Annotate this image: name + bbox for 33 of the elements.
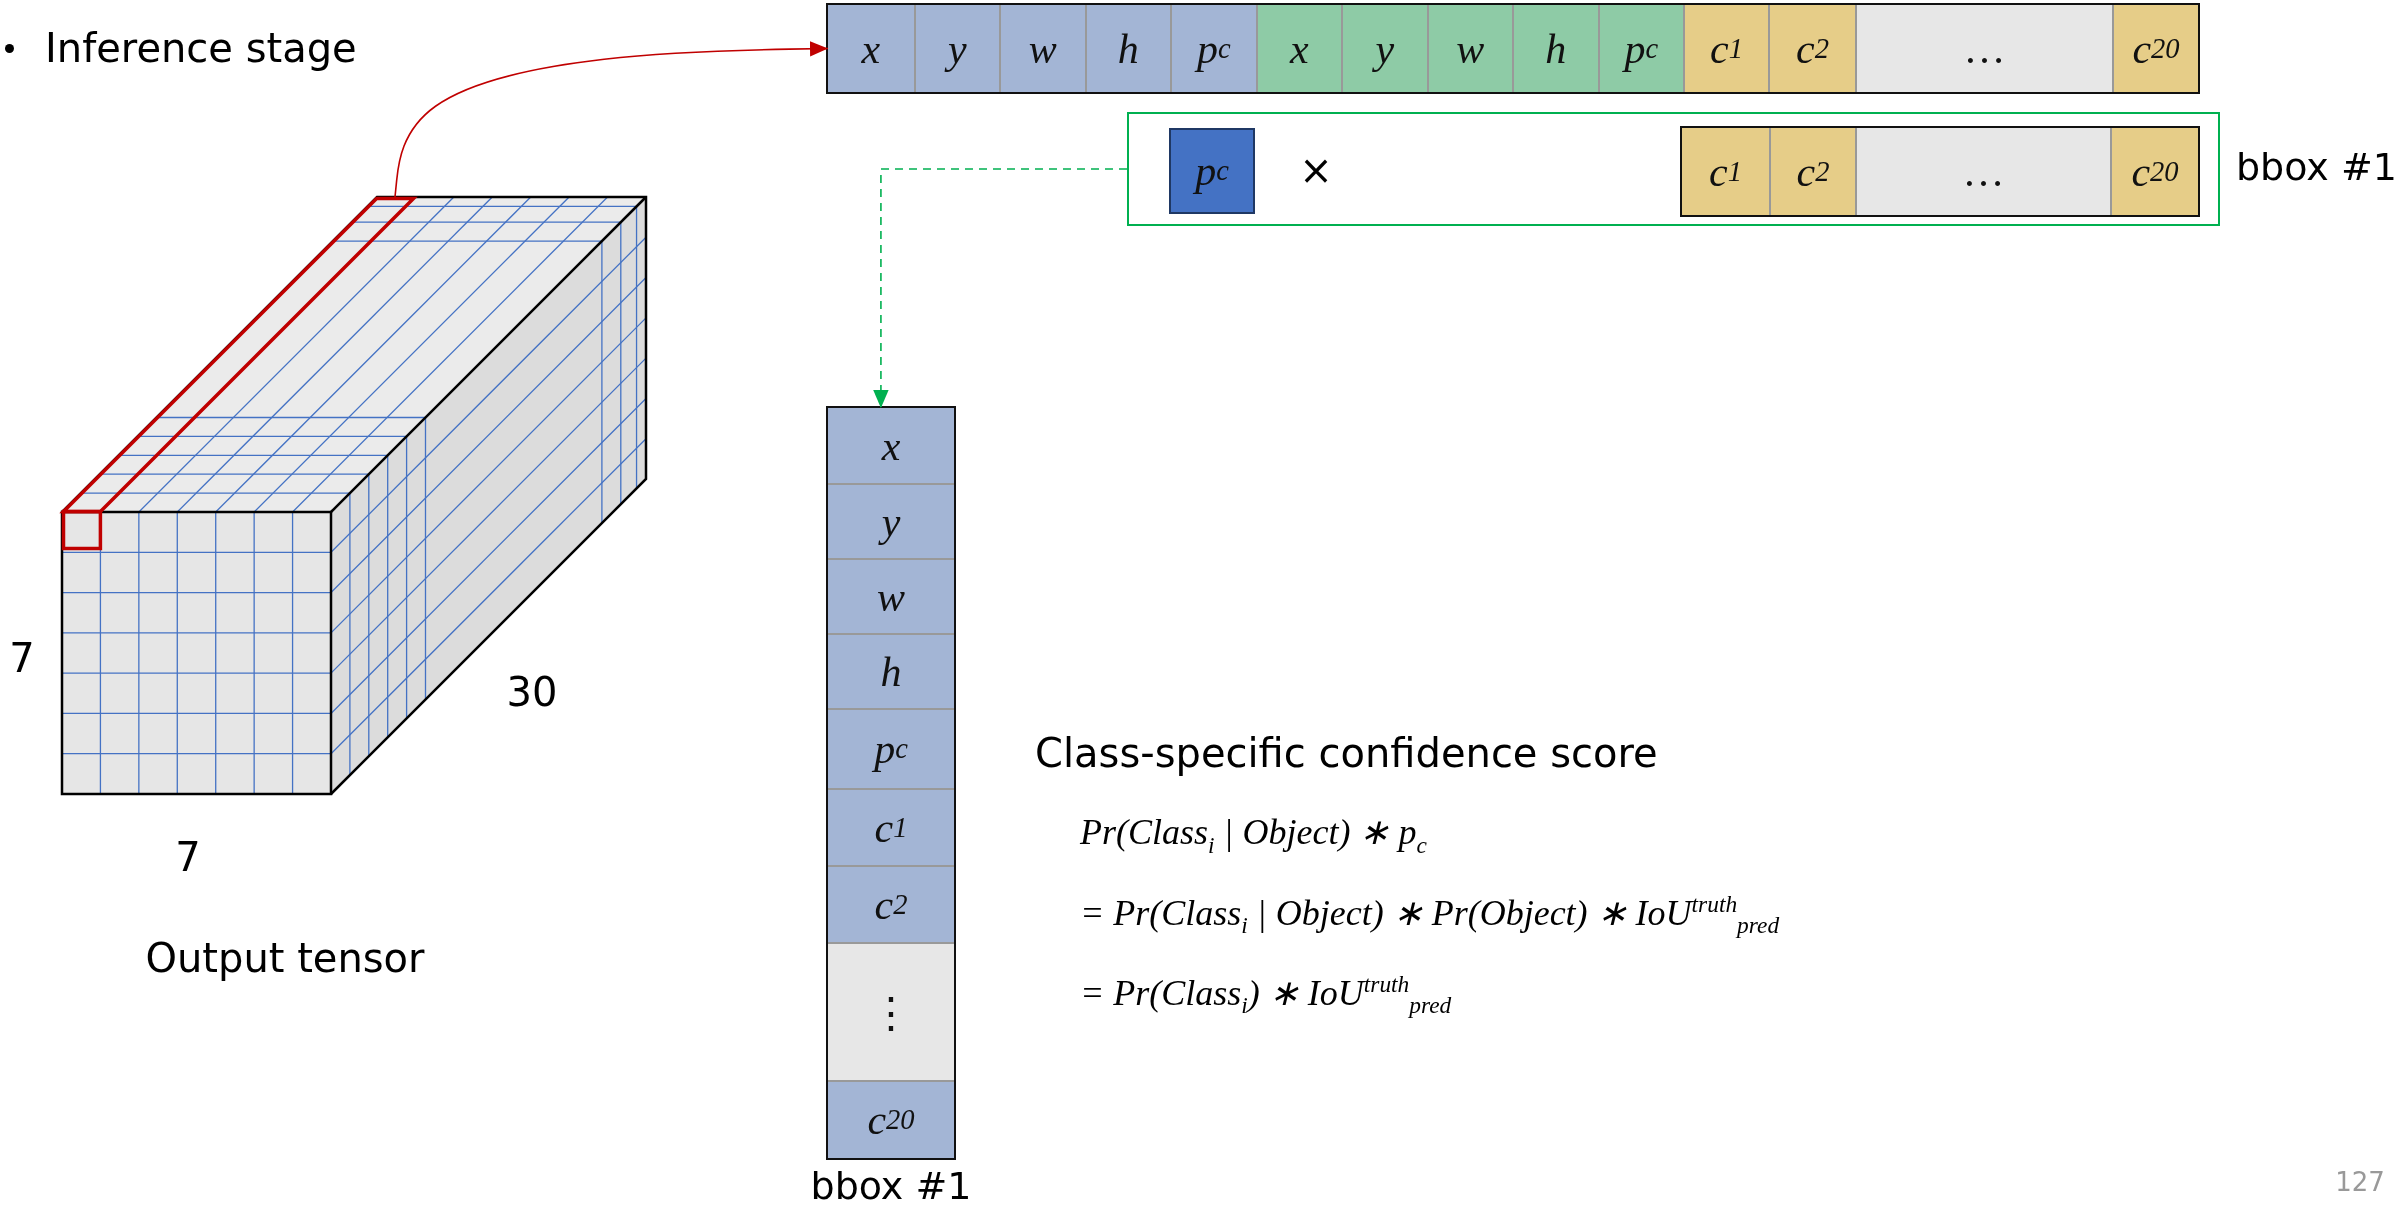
vector-cell: x: [828, 5, 914, 92]
bbox-caption: bbox #1: [810, 1164, 972, 1208]
arrow: [394, 41, 829, 198]
formula-text: Pr(Class$_{i}$ | Object) ∗ p$_{c}$: [1080, 811, 1427, 859]
vector-cell: …: [1855, 5, 2112, 92]
page-number: 127: [2335, 1167, 2385, 1197]
vector-cell: y: [913, 5, 999, 92]
vector-cell: h: [1084, 5, 1170, 92]
bbox-group-box: [1127, 112, 2220, 226]
bbox-caption: bbox #1: [2236, 145, 2397, 189]
vector-bar: [1682, 128, 2198, 215]
vector-cell: w: [1426, 5, 1512, 92]
highlighted-cell-column: [62, 197, 415, 550]
dimension-label: 30: [506, 669, 558, 715]
vector-cell: h: [1512, 5, 1598, 92]
vector-cell: w: [999, 5, 1085, 92]
heading-text: Inference stage: [45, 25, 357, 71]
vector-bar: [828, 5, 2198, 92]
vector-cell: w: [828, 558, 954, 633]
arrow: [873, 168, 1128, 409]
multiply-sign: ×: [1299, 147, 1333, 193]
section-heading: Class-specific confidence score: [1035, 730, 1658, 776]
vector-bar: [828, 408, 954, 1158]
vector-cell: y: [1341, 5, 1427, 92]
vector-cell: y: [828, 483, 954, 558]
vector-cell: …: [1855, 128, 2110, 215]
vector-cell: x: [828, 408, 954, 483]
caption-text: Output tensor: [145, 935, 425, 981]
vector-cell: x: [1255, 5, 1341, 92]
vector-cell: ⋮: [828, 942, 954, 1080]
vector-cell: h: [828, 633, 954, 708]
dimension-label: 7: [175, 834, 201, 880]
dimension-label: 7: [9, 635, 35, 681]
